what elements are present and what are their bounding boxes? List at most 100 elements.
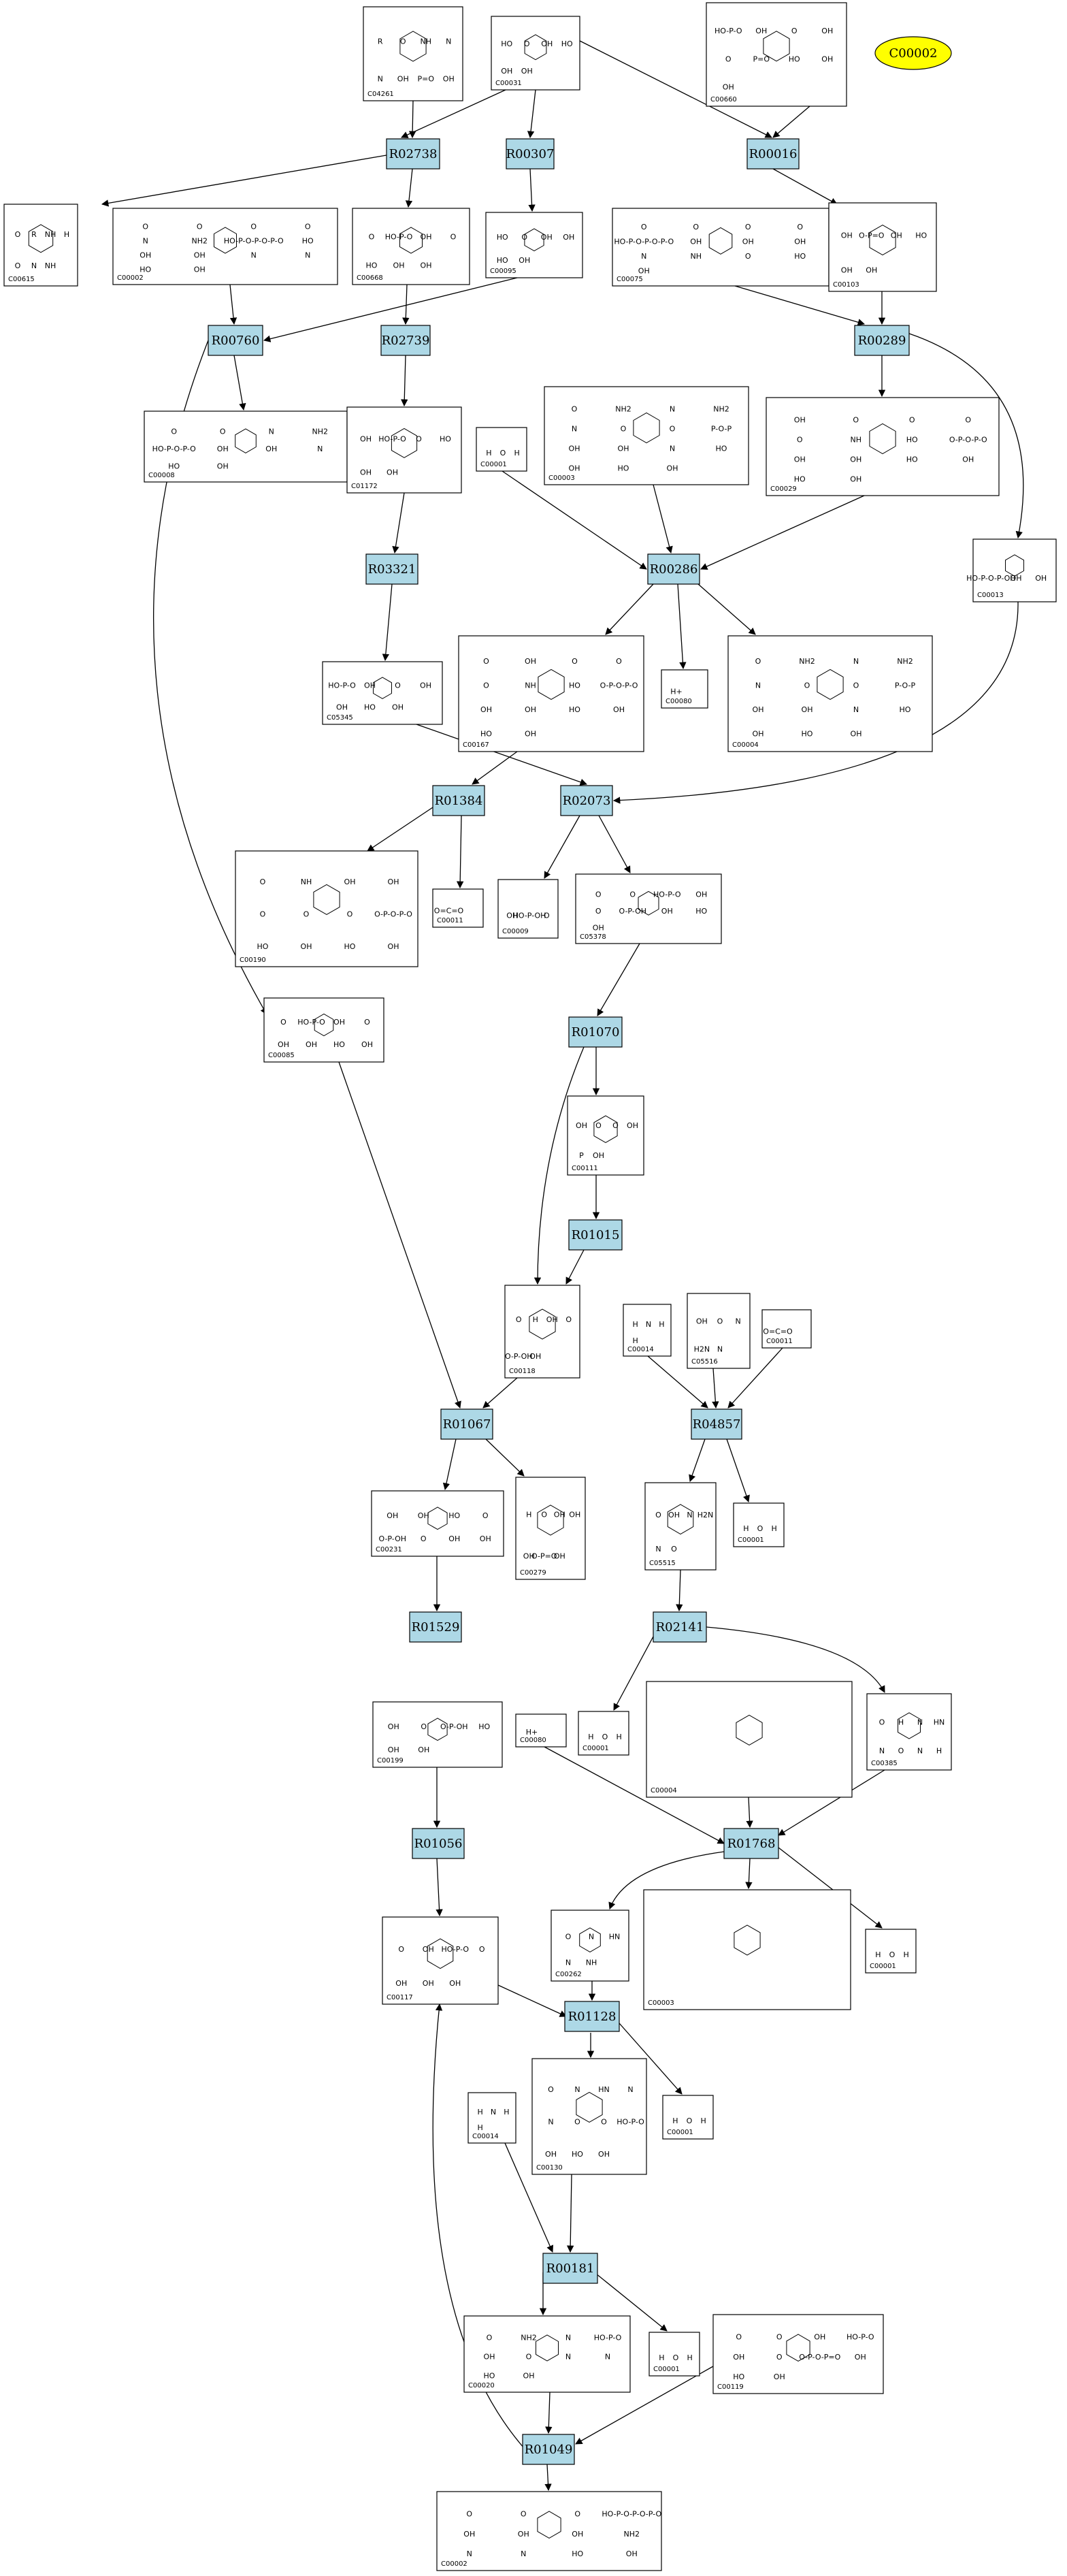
structure-atom-label: NH [301,878,312,886]
structure-atom-label: HN [598,2085,610,2094]
structure-atom-label: O [280,1018,286,1027]
structure-atom-label: H [478,2123,483,2132]
structure-atom-label: O [171,428,177,436]
compound-node-c00004b[interactable]: C00004 [646,1681,853,1798]
compound-node-c00080c[interactable]: H+C00080 [515,1713,567,1748]
structure-atom-label: O-P-O-P=O [799,2353,840,2362]
structure-atom-label: O [889,1950,896,1959]
reaction-node-r01067[interactable]: R01067 [440,1408,493,1440]
reaction-node-r01015[interactable]: R01015 [568,1219,623,1251]
compound-id-label: C00003 [548,474,575,482]
reaction-node-r00286[interactable]: R00286 [647,553,700,585]
reaction-node-r01128[interactable]: R01128 [564,2001,620,2032]
structure-atom-label: OH [523,1552,535,1561]
reaction-node-r02141[interactable]: R02141 [653,1611,707,1643]
structure-atom-label: O [797,223,803,231]
compound-id-label: C00118 [509,1368,536,1375]
structure-atom-label: OH [851,729,862,738]
structure-atom-label: O [776,2333,783,2342]
structure-atom-label: HO-P-O-P-O [152,445,196,453]
reaction-node-r00016[interactable]: R00016 [746,138,800,170]
reaction-node-r02738[interactable]: R02738 [386,138,440,170]
compound-id-label: C00660 [710,96,737,103]
molecule-ring [538,669,565,700]
structure-atom-label: O [305,223,311,231]
reaction-node-r03321[interactable]: R03321 [365,553,418,585]
reaction-node-r01384[interactable]: R01384 [432,785,485,816]
reaction-node-r01529[interactable]: R01529 [409,1611,462,1643]
reaction-node-r02739[interactable]: R02739 [380,325,431,356]
compound-node-c00080a[interactable]: H+C00080 [661,669,708,709]
structure-atom-label: OH [891,231,902,240]
reaction-node-r02073[interactable]: R02073 [560,785,613,816]
reaction-node-r00760[interactable]: R00760 [208,325,263,356]
reaction-node-r04857[interactable]: R04857 [691,1408,742,1440]
reaction-node-r00289[interactable]: R00289 [854,325,910,356]
pathway-edge [401,89,506,138]
reaction-node-r01070[interactable]: R01070 [568,1016,623,1048]
structure-atom-label: NH [525,681,536,690]
structure-atom-label: O [655,1511,661,1519]
pathway-edge [778,1847,883,1929]
structure-atom-label: OH [388,1745,399,1754]
pathway-edge [402,284,410,325]
structure-atom-label: OH [194,251,206,260]
structure-atom-label: OH [418,1745,429,1754]
reaction-node-r00307[interactable]: R00307 [506,138,555,170]
reaction-node-r01056[interactable]: R01056 [412,1828,465,1859]
highlighted-compound-node[interactable]: C00002 [874,36,952,70]
reaction-node-r00181[interactable]: R00181 [542,2253,598,2284]
compound-node-c00003b[interactable]: C00003 [643,1889,851,2010]
reaction-node-r01049[interactable]: R01049 [522,2434,575,2465]
structure-atom-label: OH [723,83,734,92]
reaction-node-r01768[interactable]: R01768 [723,1828,779,1859]
structure-atom-label: OH [480,1534,491,1543]
compound-id-label: C05515 [649,1560,676,1567]
